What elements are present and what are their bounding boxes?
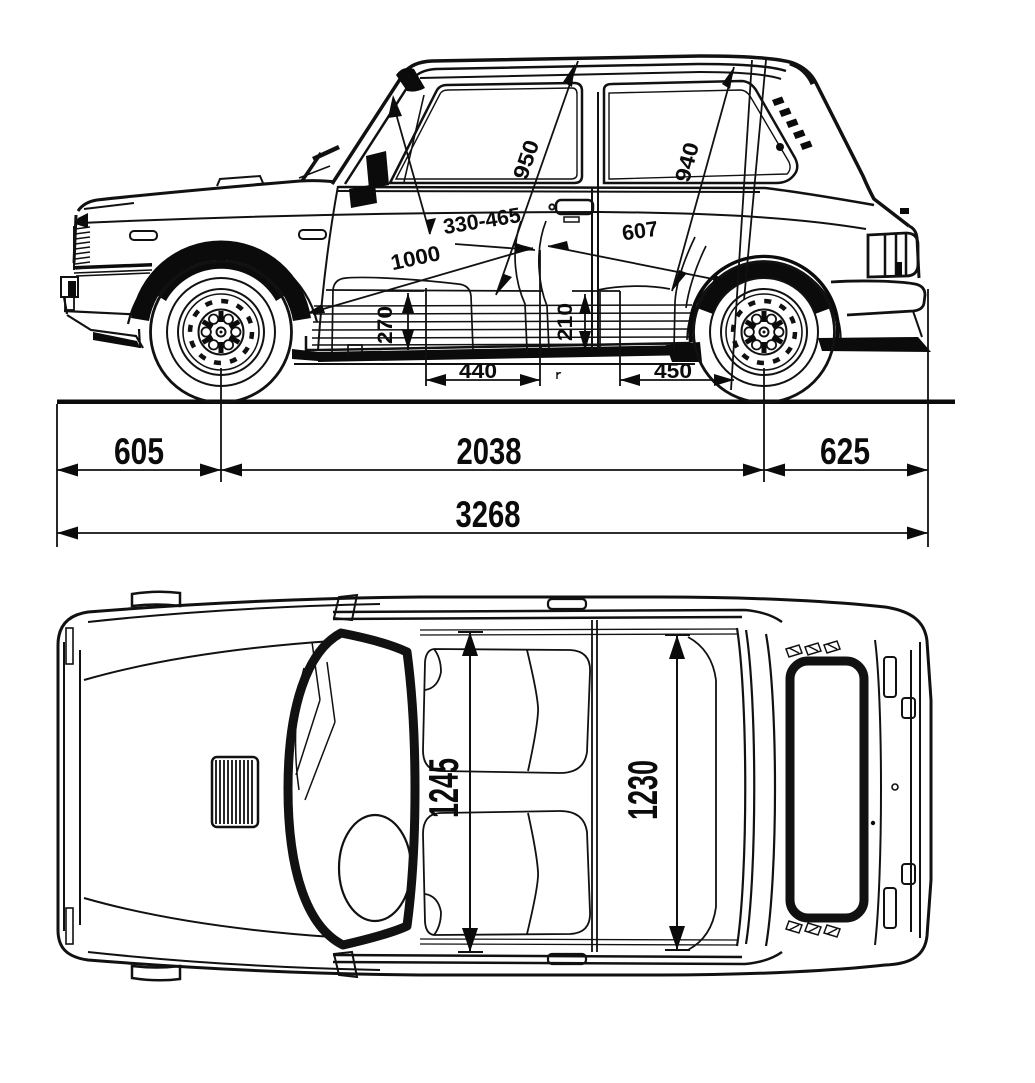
svg-text:440: 440: [459, 359, 497, 383]
svg-text:1230: 1230: [619, 760, 666, 820]
svg-text:625: 625: [820, 431, 870, 472]
svg-text:3268: 3268: [456, 494, 521, 535]
svg-text:210: 210: [553, 303, 577, 341]
svg-text:270: 270: [373, 306, 397, 344]
svg-text:1245: 1245: [420, 758, 467, 818]
svg-text:607: 607: [621, 217, 660, 246]
svg-text:605: 605: [114, 431, 164, 472]
svg-text:2038: 2038: [457, 431, 522, 472]
svg-text:450: 450: [654, 359, 692, 383]
